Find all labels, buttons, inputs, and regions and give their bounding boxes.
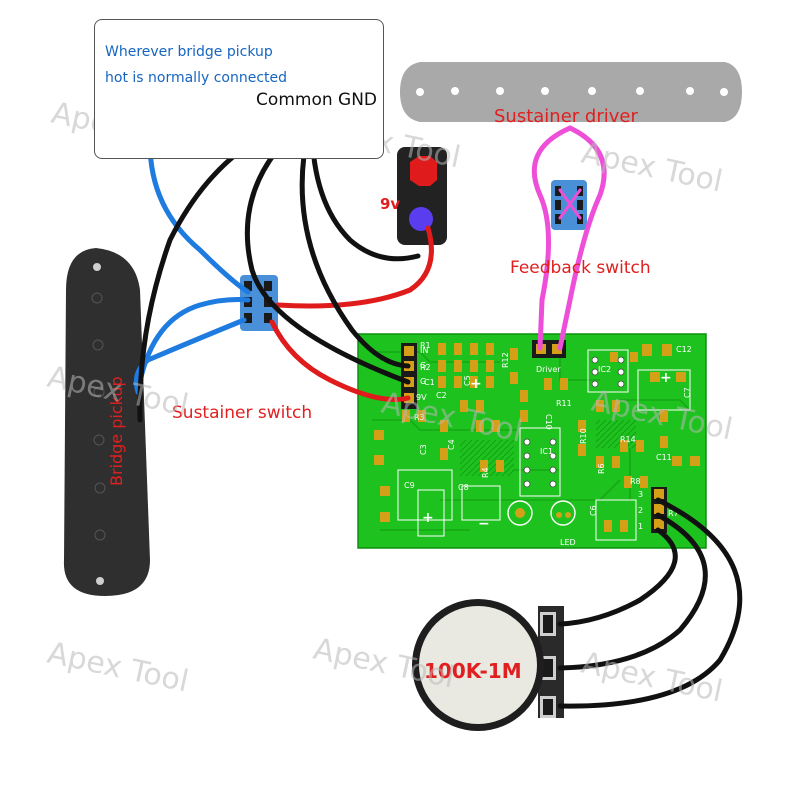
component-label: C12 bbox=[676, 345, 692, 354]
component-label: C2 bbox=[436, 391, 447, 400]
watermark: Apex Tool bbox=[44, 636, 191, 700]
component-label: C5 bbox=[463, 375, 472, 386]
component-label: R6 bbox=[597, 463, 606, 474]
wire-driver-feedback bbox=[531, 125, 607, 351]
component-label: R3 bbox=[414, 413, 425, 422]
common-gnd-label: Common GND bbox=[256, 90, 377, 110]
component-label: C7 bbox=[683, 387, 692, 398]
watermark-group: Apex Tool Apex Tool Apex Tool Apex Tool … bbox=[44, 96, 735, 710]
board-pin-label: IN bbox=[420, 346, 428, 355]
svg-text:+: + bbox=[660, 370, 672, 386]
component-label: R11 bbox=[556, 399, 572, 408]
board-pin-label: 1 bbox=[638, 522, 643, 531]
component-label: R10 bbox=[579, 428, 588, 444]
component-label: C10 bbox=[544, 414, 553, 430]
wire-red bbox=[269, 225, 434, 403]
component-label: R7 bbox=[668, 509, 679, 518]
component-label: C3 bbox=[419, 444, 428, 455]
component-label: C4 bbox=[447, 439, 456, 450]
component-label: R1 bbox=[420, 341, 431, 350]
component-label: C11 bbox=[656, 453, 672, 462]
component-label: C6 bbox=[589, 505, 598, 516]
note-line-1: Wherever bridge pickup bbox=[105, 44, 273, 60]
board-pin-label: 2 bbox=[638, 506, 643, 515]
battery-label: 9v bbox=[380, 195, 400, 213]
svg-text:+: + bbox=[422, 510, 434, 526]
component-label: C1 bbox=[424, 378, 435, 387]
component-label: R14 bbox=[620, 435, 636, 444]
component-label: C8 bbox=[458, 483, 469, 492]
sustainer-driver-label: Sustainer driver bbox=[494, 106, 638, 127]
bridge-pickup bbox=[63, 248, 150, 596]
board-pin-label: G bbox=[420, 377, 426, 386]
potentiometer bbox=[412, 599, 564, 731]
bridge-pickup-label: Bridge pickup bbox=[107, 376, 126, 486]
sustainer-switch-label: Sustainer switch bbox=[172, 403, 312, 423]
feedback-switch-label: Feedback switch bbox=[510, 258, 651, 278]
board-pin-label: 3 bbox=[638, 490, 643, 499]
component-label: R12 bbox=[501, 352, 510, 368]
component-label: IC2 bbox=[598, 365, 611, 374]
component-label: R8 bbox=[630, 477, 641, 486]
battery-connector bbox=[397, 147, 447, 245]
component-label: Driver bbox=[536, 365, 561, 374]
svg-text:+: + bbox=[470, 376, 482, 392]
board-pin-label: 9V bbox=[416, 393, 427, 402]
wire-black bbox=[137, 113, 743, 709]
component-label: C9 bbox=[404, 481, 415, 490]
component-label: R2 bbox=[420, 363, 431, 372]
sustainer-driver-pickup bbox=[400, 62, 742, 122]
mounting-hole bbox=[93, 263, 101, 271]
pad-strip-right bbox=[651, 487, 667, 533]
svg-text:−: − bbox=[478, 516, 490, 532]
note-line-2: hot is normally connected bbox=[105, 70, 287, 86]
potentiometer-label: 100K-1M bbox=[424, 659, 522, 683]
mounting-hole bbox=[96, 577, 104, 585]
component-label: IC1 bbox=[540, 447, 553, 456]
note-box: Wherever bridge pickup hot is normally c… bbox=[94, 19, 384, 159]
component-label: R4 bbox=[481, 467, 490, 478]
component-label: LED bbox=[560, 538, 576, 547]
board-pin-label: G bbox=[420, 361, 426, 370]
